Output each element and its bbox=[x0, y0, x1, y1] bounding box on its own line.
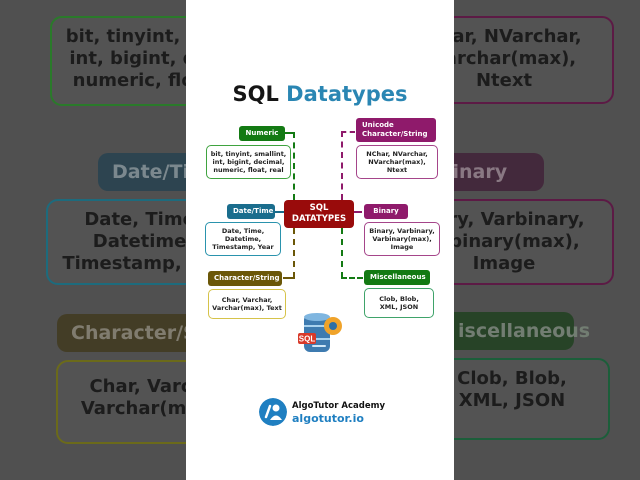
value-line: Varbinary(max), bbox=[372, 235, 432, 243]
bg-text: Date, Time, bbox=[84, 209, 186, 230]
title-datatypes: Datatypes bbox=[286, 82, 408, 106]
value-line: Timestamp, Year bbox=[212, 243, 274, 251]
connector-unicode-v bbox=[341, 131, 343, 200]
value-line: XML, JSON bbox=[379, 303, 419, 311]
values-misc: Clob, Blob, XML, JSON bbox=[364, 288, 434, 318]
background-left-blur: bit, tinyint, sma int, bigint, deci nume… bbox=[0, 0, 186, 480]
bg-datetime-values: Date, Time, Datetime, Timestamp, Yea bbox=[46, 199, 186, 285]
category-datetime: Date/Time bbox=[227, 204, 275, 219]
background-right-blur: Char, NVarchar, Varchar(max), Ntext Bina… bbox=[454, 0, 640, 480]
bg-text: Datetime, bbox=[92, 231, 186, 252]
sql-badge: SQL bbox=[299, 335, 316, 344]
values-character: Char, Varchar, Varchar(max), Text bbox=[208, 289, 286, 319]
value-line: Binary, Varbinary, bbox=[369, 227, 435, 235]
category-unicode: Unicode Character/String bbox=[356, 118, 436, 142]
bg-binary-tag: Binary bbox=[454, 153, 544, 191]
brand-url[interactable]: algotutor.io bbox=[292, 412, 364, 425]
value-line: NVarchar(max), bbox=[368, 158, 426, 166]
bg-text: int, bigint, deci bbox=[69, 48, 186, 69]
value-line: Ntext bbox=[386, 166, 408, 174]
values-unicode: NChar, NVarchar, NVarchar(max), Ntext bbox=[356, 145, 438, 179]
bg-misc-tag: iscellaneous bbox=[454, 312, 590, 350]
bg-text: Char, NVarchar, bbox=[454, 26, 582, 47]
title-sql: SQL bbox=[232, 82, 279, 106]
values-numeric: bit, tinyint, smallint, int, bigint, dec… bbox=[206, 145, 291, 179]
value-line: Image bbox=[390, 243, 414, 251]
value-line: Date, Time, bbox=[221, 227, 265, 235]
category-binary: Binary bbox=[364, 204, 408, 219]
bg-text: arbinary(max), bbox=[454, 231, 580, 252]
connector-numeric-v bbox=[293, 132, 295, 200]
bg-text: Varchar(max), bbox=[80, 398, 186, 419]
value-line: Datetime, bbox=[224, 235, 262, 243]
category-misc: Miscellaneous bbox=[364, 270, 430, 285]
category-label: Character/String bbox=[362, 130, 428, 138]
category-label: Unicode bbox=[362, 121, 394, 129]
bg-binary-values: nary, Varbinary, arbinary(max), Image bbox=[454, 199, 614, 285]
bg-unicode-values: Char, NVarchar, Varchar(max), Ntext bbox=[454, 16, 614, 104]
bg-text: Timestamp, Yea bbox=[62, 253, 186, 274]
bg-text: Char, Varcha bbox=[89, 376, 186, 397]
algotutor-logo-icon bbox=[259, 398, 287, 426]
bg-datetime-tag: Date/Tim bbox=[98, 153, 186, 191]
brand-name: AlgoTutor Academy bbox=[292, 401, 385, 411]
center-label: DATATYPES bbox=[291, 214, 347, 224]
center-node: SQL DATATYPES bbox=[284, 200, 354, 228]
value-line: Clob, Blob, bbox=[379, 295, 419, 303]
bg-character-values: Char, Varcha Varchar(max), bbox=[56, 360, 186, 444]
connector-character bbox=[283, 277, 295, 279]
page-title: SQL Datatypes bbox=[186, 82, 454, 106]
category-character: Character/String bbox=[208, 271, 282, 286]
connector-misc-v bbox=[341, 228, 343, 278]
connector-unicode bbox=[341, 131, 355, 133]
bg-numeric-values: bit, tinyint, sma int, bigint, deci nume… bbox=[50, 16, 186, 106]
center-label: SQL bbox=[309, 203, 329, 213]
brand-footer: AlgoTutor Academy algotutor.io bbox=[259, 398, 399, 428]
connector-datetime bbox=[273, 211, 285, 213]
bg-text: Clob, Blob, bbox=[457, 368, 567, 389]
value-line: bit, tinyint, smallint, bbox=[210, 150, 287, 158]
category-numeric: Numeric bbox=[239, 126, 285, 141]
bg-text: XML, JSON bbox=[458, 390, 566, 411]
values-datetime: Date, Time, Datetime, Timestamp, Year bbox=[205, 222, 281, 256]
bg-text: numeric, float, bbox=[72, 70, 186, 91]
connector-misc bbox=[341, 277, 363, 279]
values-binary: Binary, Varbinary, Varbinary(max), Image bbox=[364, 222, 440, 256]
bg-text: Ntext bbox=[475, 70, 533, 91]
connector-binary bbox=[354, 211, 362, 213]
bg-text: nary, Varbinary, bbox=[454, 209, 585, 230]
bg-text: Image bbox=[472, 253, 536, 274]
value-line: NChar, NVarchar, bbox=[366, 150, 428, 158]
value-line: int, bigint, decimal, bbox=[212, 158, 285, 166]
value-line: Varchar(max), Text bbox=[212, 304, 282, 312]
bg-misc-values: Clob, Blob, XML, JSON bbox=[454, 358, 610, 440]
value-line: numeric, float, real bbox=[213, 166, 284, 174]
bg-text: Varchar(max), bbox=[454, 48, 577, 69]
bg-text: bit, tinyint, sma bbox=[65, 26, 186, 47]
sql-database-gear-icon: SQL bbox=[298, 313, 342, 352]
value-line: Char, Varchar, bbox=[221, 296, 273, 304]
connector-numeric bbox=[282, 132, 294, 134]
bg-character-tag: Character/St bbox=[57, 314, 186, 352]
infographic-panel: SQL Datatypes Numeric bit, tinyint, smal… bbox=[186, 0, 454, 480]
connector-character-v bbox=[293, 228, 295, 278]
